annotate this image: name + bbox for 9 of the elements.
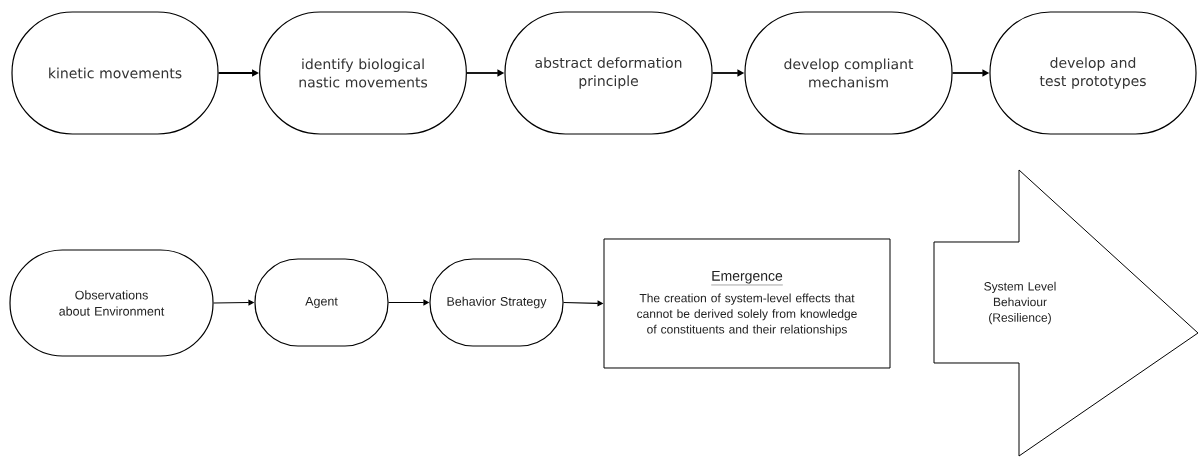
rounded-process-box: kinetic movements	[11, 11, 219, 135]
rounded-process-box: abstract deformation principle	[504, 11, 713, 135]
rounded-process-box: develop compliant mechanism	[744, 11, 953, 135]
definition-box: Emergence The creation of system-level effects that cannot be derived solely from knowledge of constituents and their relationships	[603, 238, 891, 369]
rounded-process-box: Observations about Environment	[9, 249, 214, 357]
rounded-process-box: Behavior Strategy	[429, 258, 564, 347]
rounded-process-box: develop and test prototypes	[989, 11, 1197, 135]
rounded-process-box: identify biological nastic movements	[259, 11, 467, 135]
rounded-process-box: Agent	[254, 258, 389, 347]
